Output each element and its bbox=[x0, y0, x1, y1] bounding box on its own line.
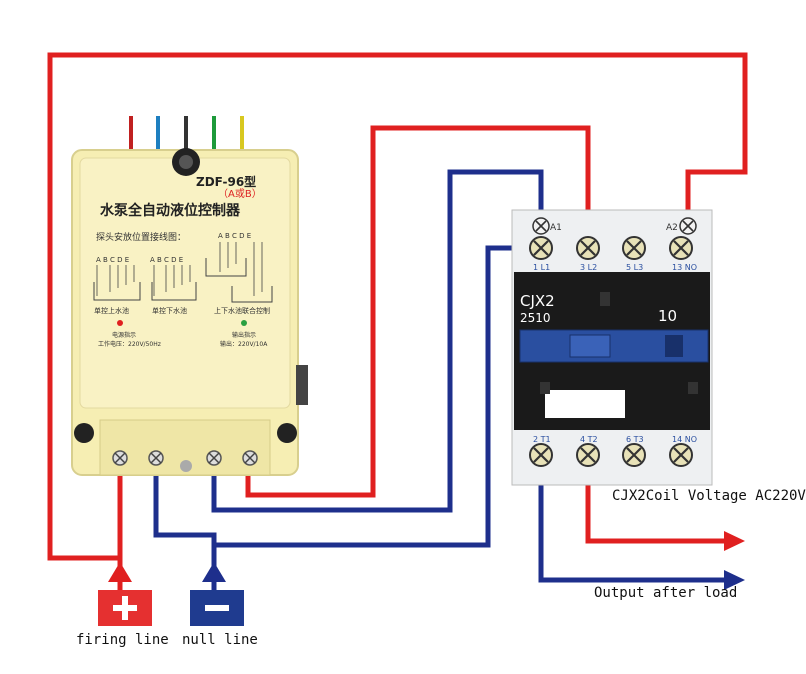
firing-line-source bbox=[98, 562, 152, 626]
controller-subtitle: 探头安放位置接线图： bbox=[96, 231, 186, 243]
terminal-label-l2: 3 L2 bbox=[580, 263, 597, 272]
firing-line-arrow bbox=[108, 562, 132, 582]
null-line-arrow bbox=[202, 562, 226, 582]
contactor-model-no: 2510 bbox=[520, 311, 551, 325]
neutral-output-arrow bbox=[724, 570, 745, 590]
terminal-label-l3: 5 L3 bbox=[626, 263, 643, 272]
bottom-load-screws bbox=[529, 443, 693, 467]
terminal-label-a2: A2 bbox=[666, 223, 678, 233]
controller-model-sub: （A或B） bbox=[218, 188, 262, 200]
power-led bbox=[117, 320, 123, 326]
terminal-screws bbox=[112, 450, 258, 472]
power-indicator-label: 电源指示 bbox=[112, 331, 136, 339]
probe-diagram-1: A B C D E 单控上水池 bbox=[93, 256, 141, 315]
live-output-arrow bbox=[724, 531, 745, 551]
terminal-label-l1: 1 L1 bbox=[533, 263, 550, 272]
output-spec-label: 输出：220V/10A bbox=[220, 340, 268, 348]
top-power-screws bbox=[529, 236, 693, 260]
mount-hole-right bbox=[277, 423, 297, 443]
level-controller: ZDF-96型 （A或B） 水泵全自动液位控制器 探头安放位置接线图： A B … bbox=[71, 148, 308, 476]
coil-screws bbox=[532, 217, 697, 235]
mount-hole-left bbox=[74, 423, 94, 443]
null-line-label: null line bbox=[182, 632, 258, 648]
null-line-source bbox=[190, 562, 244, 626]
coil-voltage-label: CJX2Coil Voltage AC220V bbox=[612, 488, 806, 504]
controller-model: ZDF-96型 bbox=[196, 174, 256, 189]
probe-letters-3: A B C D E bbox=[218, 232, 251, 240]
firing-line-label: firing line bbox=[76, 632, 169, 648]
controller-lead-wires bbox=[129, 116, 244, 155]
contactor: CJX2 2510 10 A1 A2 1 L1 bbox=[511, 209, 713, 486]
terminal-label-13no: 13 NO bbox=[672, 263, 697, 272]
probe-diagram-3: A B C D E 上下水池联合控制 bbox=[205, 232, 273, 315]
controller-title: 水泵全自动液位控制器 bbox=[100, 202, 241, 219]
contactor-brand: CJX2 bbox=[520, 292, 555, 310]
probe-diagram-2: A B C D E 单控下水池 bbox=[150, 256, 197, 315]
output-led bbox=[241, 320, 247, 326]
contactor-rating: 10 bbox=[658, 307, 677, 325]
output-after-load-label: Output after load bbox=[594, 585, 738, 601]
terminal-label-t2: 4 T2 bbox=[580, 435, 598, 444]
terminal-label-a1: A1 bbox=[550, 223, 562, 233]
probe-letters-2: A B C D E bbox=[150, 256, 183, 264]
terminal-label-14no: 14 NO bbox=[672, 435, 697, 444]
probe-caption-1: 单控上水池 bbox=[94, 306, 129, 315]
side-clip bbox=[296, 365, 308, 405]
contactor-label-plate bbox=[545, 390, 625, 418]
minus-icon bbox=[205, 605, 229, 611]
terminal-label-t1: 2 T1 bbox=[533, 435, 551, 444]
terminal-label-t3: 6 T3 bbox=[626, 435, 644, 444]
probe-caption-3: 上下水池联合控制 bbox=[214, 306, 270, 315]
plus-icon bbox=[113, 596, 137, 620]
working-voltage-label: 工作电压：220V/50Hz bbox=[98, 340, 161, 348]
probe-caption-2: 单控下水池 bbox=[152, 306, 187, 315]
output-indicator-label: 输出指示 bbox=[232, 331, 256, 339]
probe-letters-1: A B C D E bbox=[96, 256, 129, 264]
